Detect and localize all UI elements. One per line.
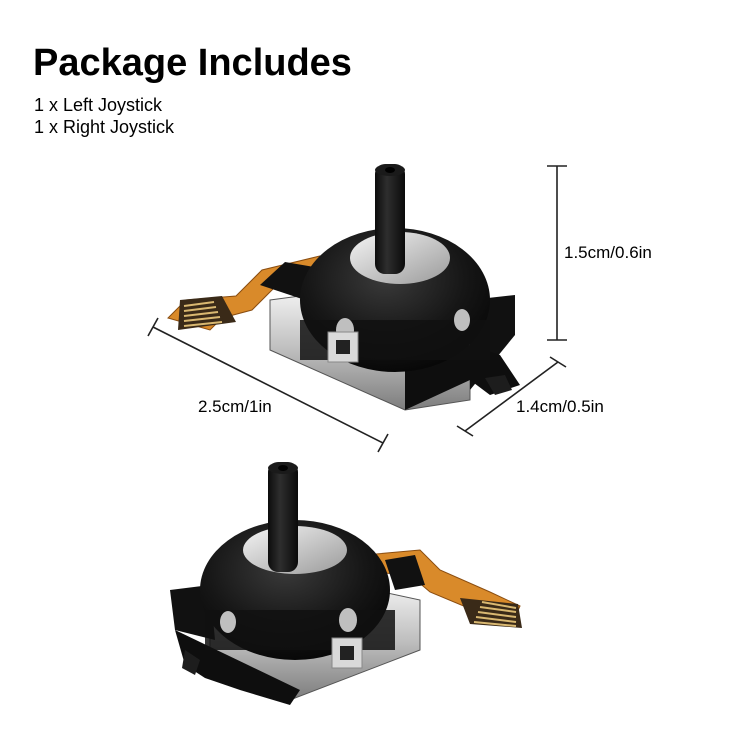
width-dimension-line bbox=[456, 356, 567, 437]
joystick-stick bbox=[268, 462, 298, 572]
joystick-stick bbox=[375, 164, 405, 274]
package-includes-heading: Package Includes bbox=[33, 42, 352, 84]
height-dimension-line bbox=[547, 165, 567, 341]
package-item-right-joystick: 1 x Right Joystick bbox=[34, 117, 175, 137]
length-dimension-label: 2.5cm/1in bbox=[198, 397, 272, 416]
height-dimension-label: 1.5cm/0.6in bbox=[564, 243, 652, 262]
width-dimension-label: 1.4cm/0.5in bbox=[516, 397, 604, 416]
package-contents-list: 1 x Left Joystick 1 x Right Joystick bbox=[34, 94, 174, 138]
package-item-left-joystick: 1 x Left Joystick bbox=[34, 95, 163, 115]
length-dimension-line bbox=[147, 317, 389, 453]
